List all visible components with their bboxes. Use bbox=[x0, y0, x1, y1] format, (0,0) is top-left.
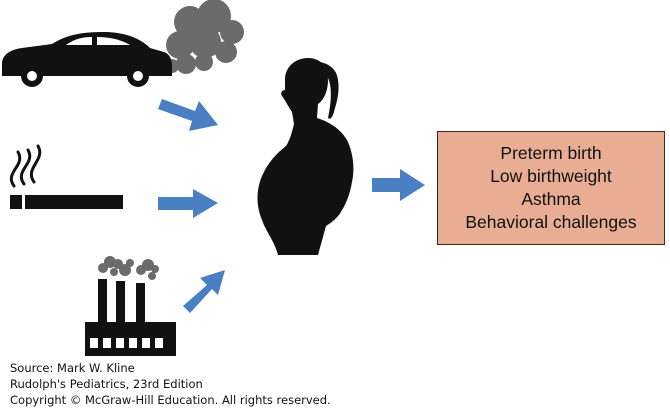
arrow-cigarette-to-woman bbox=[158, 189, 218, 218]
arrow-woman-to-outcomes bbox=[372, 169, 425, 201]
outcome-low-birthweight: Low birthweight bbox=[490, 166, 612, 186]
outcome-behavioral-challenges: Behavioral challenges bbox=[465, 212, 637, 232]
cigarette-icon bbox=[10, 144, 123, 209]
pregnant-woman-icon bbox=[257, 58, 354, 255]
smoke-cloud bbox=[165, 0, 244, 74]
arrow-factory-to-woman bbox=[183, 270, 225, 313]
factory-icon bbox=[85, 256, 176, 356]
credit-block: Source: Mark W. Kline Rudolph's Pediatri… bbox=[10, 360, 331, 408]
outcome-asthma: Asthma bbox=[521, 189, 581, 209]
credit-copyright: Copyright © McGraw-Hill Education. All r… bbox=[10, 393, 331, 407]
outcome-preterm-birth: Preterm birth bbox=[500, 143, 602, 163]
credit-source: Source: Mark W. Kline bbox=[10, 361, 135, 375]
arrow-car-to-woman bbox=[158, 99, 218, 131]
outcomes-box: Preterm birth Low birthweight Asthma Beh… bbox=[437, 131, 665, 245]
credit-book: Rudolph's Pediatrics, 23rd Edition bbox=[10, 377, 203, 391]
car-exhaust-icon bbox=[2, 0, 244, 87]
